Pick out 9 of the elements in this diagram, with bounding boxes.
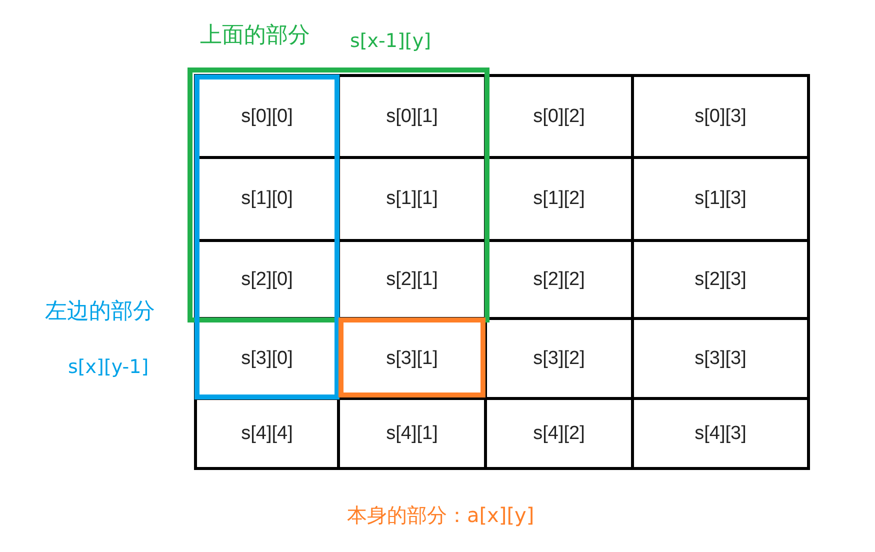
table-cell: s[4][4] xyxy=(194,397,340,470)
formula-label: s[x-1][y] xyxy=(350,30,431,52)
section-label: 上面的部分 xyxy=(200,22,310,50)
table-cell: s[0][0] xyxy=(194,74,340,159)
table-cell: s[4][3] xyxy=(631,397,810,470)
table-cell: s[0][3] xyxy=(631,74,810,159)
section-label: 左边的部分 xyxy=(45,298,155,326)
formula-label: s[x][y-1] xyxy=(68,356,149,378)
section-label: 本身的部分：a[x][y] xyxy=(347,502,534,529)
